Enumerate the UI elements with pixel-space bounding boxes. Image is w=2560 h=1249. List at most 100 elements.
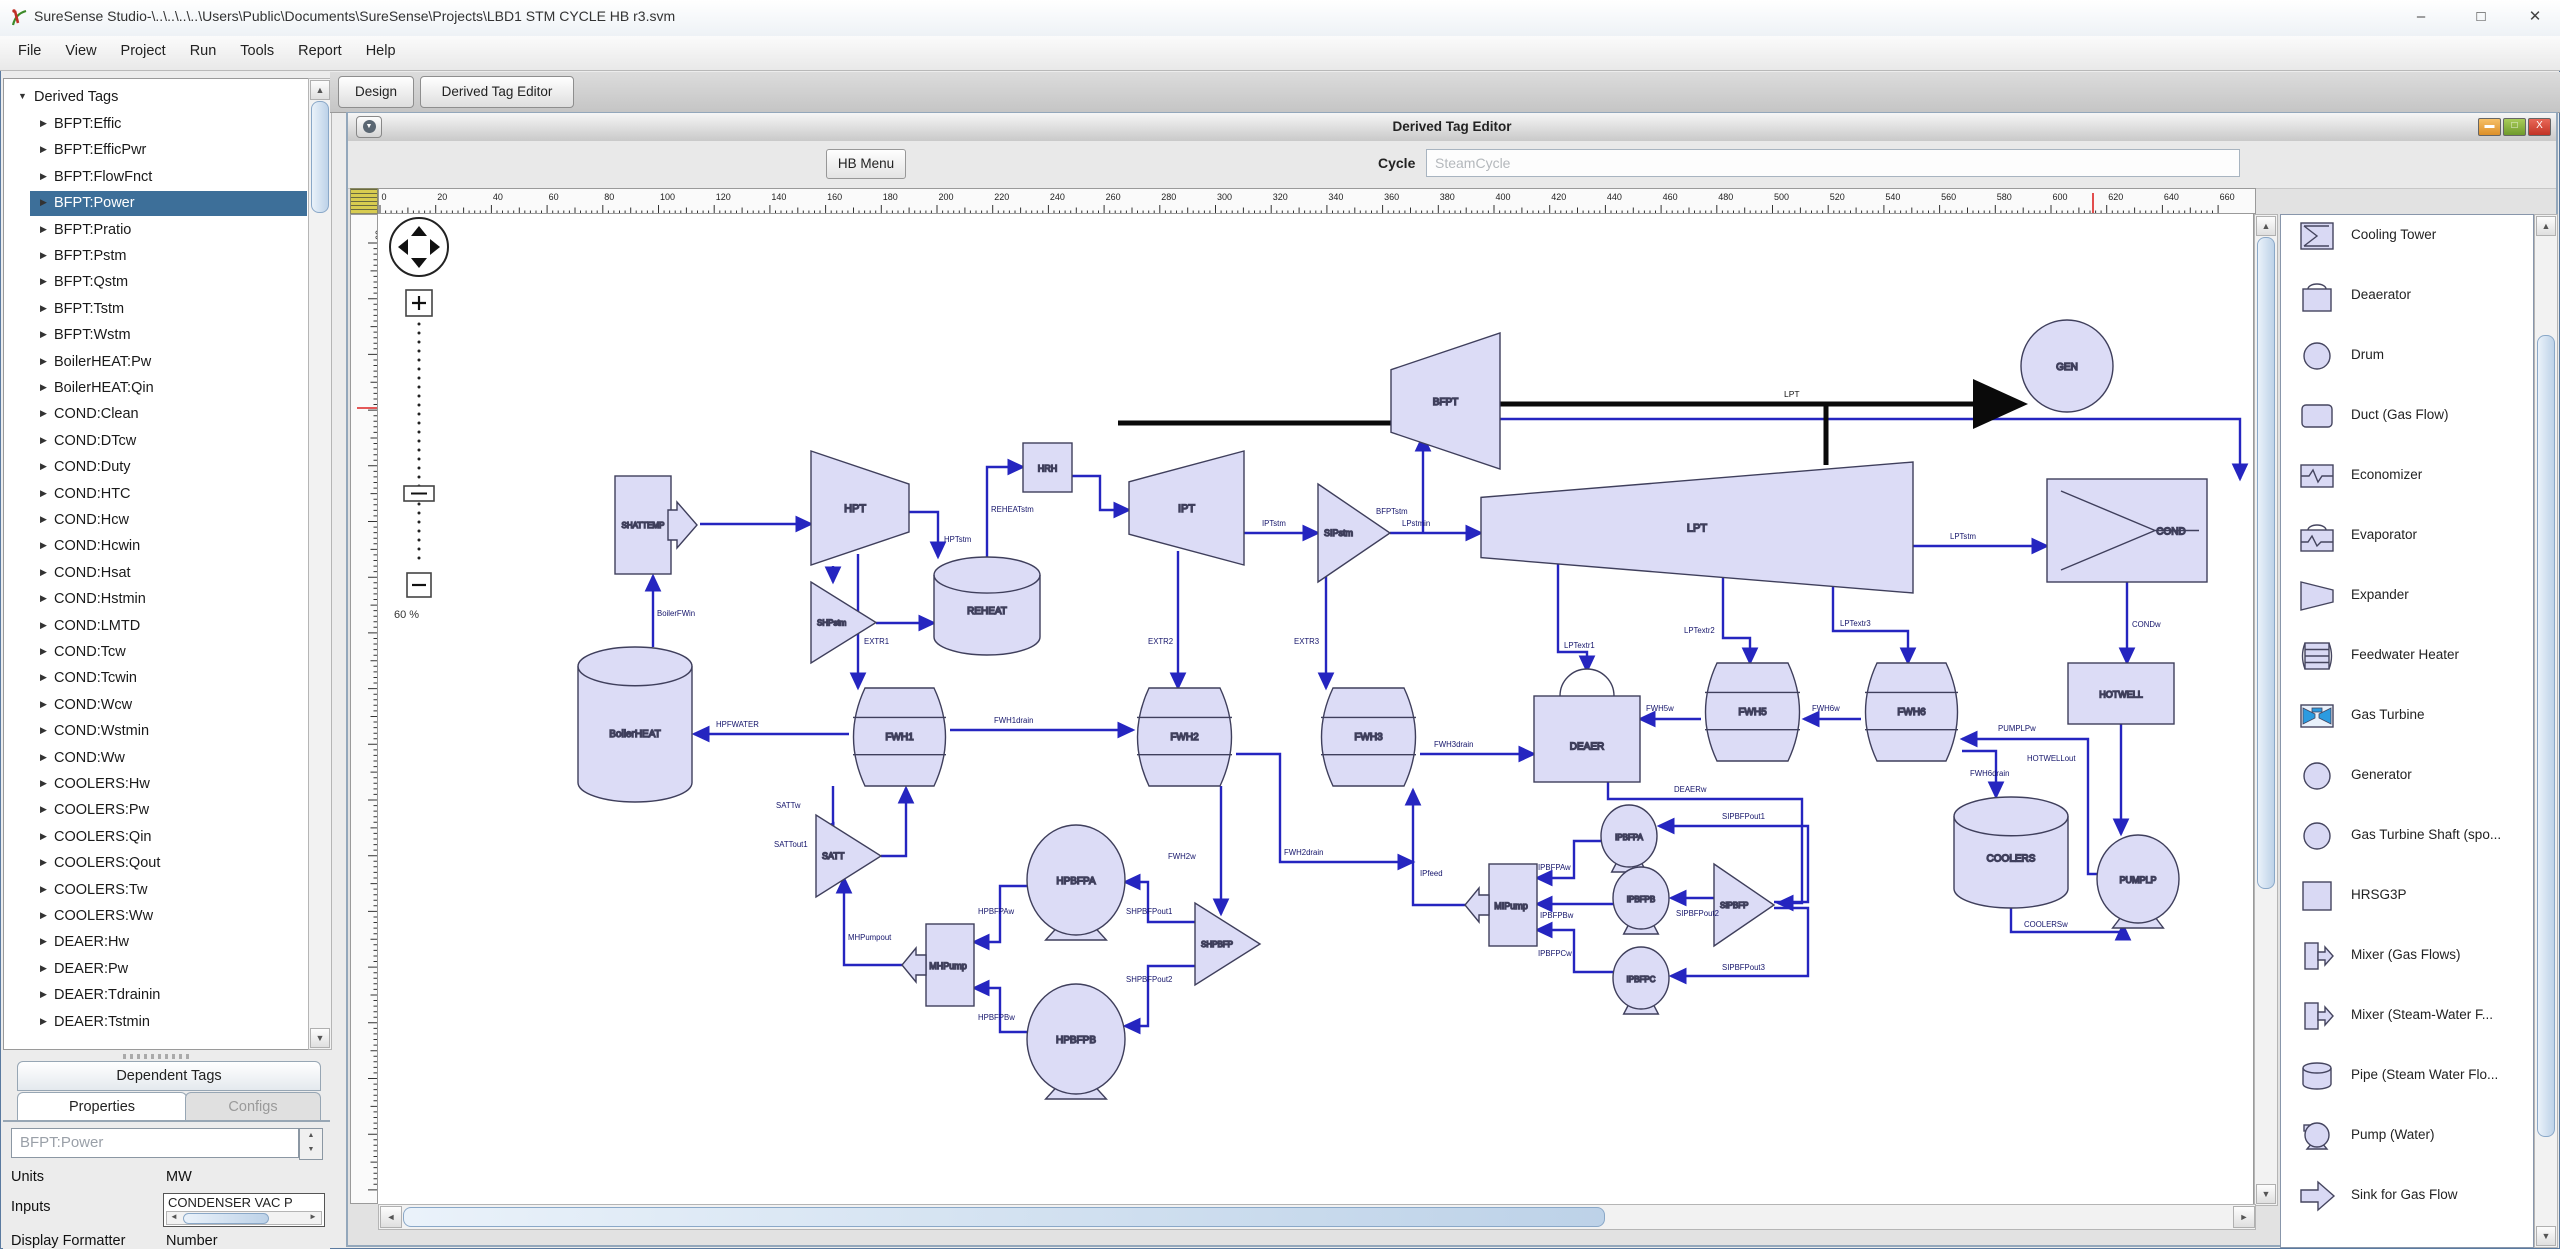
tab-configs[interactable]: Configs xyxy=(185,1092,321,1121)
palette-scroll-down-icon[interactable]: ▼ xyxy=(2536,1226,2556,1246)
tree-item-COND:Tcw[interactable]: ▶COND:Tcw xyxy=(40,644,126,660)
diagram-node-COOLERS[interactable]: COOLERS xyxy=(1953,796,2069,909)
tree-item-DEAER:Hw[interactable]: ▶DEAER:Hw xyxy=(40,934,129,951)
diagram-node-IPBFPB[interactable]: IPBFPB xyxy=(1612,866,1670,935)
inputs-scrollbar[interactable]: ◄ ► xyxy=(166,1211,322,1225)
tree-item-BFPT:Tstm[interactable]: ▶BFPT:Tstm xyxy=(40,300,125,317)
maximize-icon[interactable]: □ xyxy=(2476,8,2486,25)
tree-item-COND:Ww[interactable]: ▶COND:Ww xyxy=(40,749,125,766)
palette-item-deaerator[interactable]: Deaerator xyxy=(2281,267,2533,325)
tree-scroll-down-icon[interactable]: ▼ xyxy=(310,1028,330,1048)
tree-item-COOLERS:Tw[interactable]: ▶COOLERS:Tw xyxy=(40,881,148,898)
diagram-node-HOTWELL[interactable]: HOTWELL xyxy=(2067,662,2175,725)
diagram-node-MIPump[interactable]: MIPump xyxy=(1464,863,1538,947)
palette-item-mixer[interactable]: Mixer (Steam-Water F... xyxy=(2281,987,2533,1045)
tab-design[interactable]: Design xyxy=(338,76,414,108)
tree-root[interactable]: ▼Derived Tags xyxy=(18,89,119,105)
diagram-node-SIPstm[interactable]: SIPstm xyxy=(1317,482,1392,584)
tree-item-COOLERS:Hw[interactable]: ▶COOLERS:Hw xyxy=(40,776,150,792)
diagram-node-REHEAT[interactable]: REHEAT xyxy=(933,556,1041,656)
diagram-node-HRH[interactable]: HRH xyxy=(1022,442,1073,493)
tree-item-BFPT:Effic[interactable]: ▶BFPT:Effic xyxy=(40,116,122,132)
diagram-node-IPBFPC[interactable]: IPBFPC xyxy=(1612,946,1670,1015)
palette-item-pipe[interactable]: Pipe (Steam Water Flo... xyxy=(2281,1047,2533,1105)
minimize-icon[interactable]: – xyxy=(2416,8,2426,25)
canvas-scroll-left-icon[interactable]: ◄ xyxy=(380,1206,402,1228)
tab-derived-tag-editor[interactable]: Derived Tag Editor xyxy=(420,76,574,108)
tree-item-BFPT:EfficPwr[interactable]: ▶BFPT:EfficPwr xyxy=(40,142,147,159)
panel-splitter[interactable] xyxy=(123,1054,193,1059)
tree-item-COND:Clean[interactable]: ▶COND:Clean xyxy=(40,406,139,423)
diagram-node-BoilerHEAT[interactable]: BoilerHEAT xyxy=(577,646,693,803)
inputs-scroll-thumb[interactable] xyxy=(183,1213,269,1224)
diagram-node-SIPBFP[interactable]: SIPBFP xyxy=(1713,862,1776,948)
diagram-node-FWH2[interactable]: FWH2 xyxy=(1136,687,1233,787)
palette-scrollbar[interactable]: ▲ ▼ xyxy=(2534,214,2558,1248)
tree-item-COND:Hcw[interactable]: ▶COND:Hcw xyxy=(40,512,129,528)
diagram-node-IPBFPA[interactable]: IPBFPA xyxy=(1600,804,1658,873)
inputs-scroll-right-icon[interactable]: ► xyxy=(309,1212,317,1221)
window-menu-button[interactable]: ▼ xyxy=(356,116,382,138)
tree-item-BoilerHEAT:Pw[interactable]: ▶BoilerHEAT:Pw xyxy=(40,353,152,370)
tree-item-COND:Wstmin[interactable]: ▶COND:Wstmin xyxy=(40,723,150,740)
tag-name-field[interactable]: BFPT:Power xyxy=(11,1128,299,1158)
tree-item-DEAER:Tdrainin[interactable]: ▶DEAER:Tdrainin xyxy=(40,987,161,1004)
tree-item-DEAER:Pw[interactable]: ▶DEAER:Pw xyxy=(40,960,129,977)
tree-item-BFPT:Power[interactable]: ▶BFPT:Power xyxy=(4,191,309,217)
tree-item-BFPT:FlowFnct[interactable]: ▶BFPT:FlowFnct xyxy=(40,168,153,185)
tree-item-COND:Hcwin[interactable]: ▶COND:Hcwin xyxy=(40,538,141,555)
palette-item-hrsg[interactable]: HRSG3P xyxy=(2281,867,2533,925)
tree-scroll-up-icon[interactable]: ▲ xyxy=(310,80,330,100)
tree-item-BFPT:Pstm[interactable]: ▶BFPT:Pstm xyxy=(40,248,127,264)
menu-file[interactable]: File xyxy=(18,43,42,59)
diagram-node-SHPstm[interactable]: SHPstm xyxy=(810,580,878,665)
palette-item-generator[interactable]: Generator xyxy=(2281,747,2533,805)
tree-item-BFPT:Wstm[interactable]: ▶BFPT:Wstm xyxy=(40,327,131,344)
diagram-node-MHPump[interactable]: MHPump xyxy=(901,923,975,1007)
palette-item-mixer[interactable]: Mixer (Gas Flows) xyxy=(2281,927,2533,985)
tree-item-COND:Hsat[interactable]: ▶COND:Hsat xyxy=(40,564,131,581)
menu-help[interactable]: Help xyxy=(365,43,396,59)
tree-item-BoilerHEAT:Qin[interactable]: ▶BoilerHEAT:Qin xyxy=(40,380,154,396)
tree-item-COND:HTC[interactable]: ▶COND:HTC xyxy=(40,485,131,502)
palette-scroll-thumb[interactable] xyxy=(2537,335,2555,1137)
diagram-node-HPT[interactable]: HPT xyxy=(810,450,910,566)
diagram-node-PUMPLP[interactable]: PUMPLP xyxy=(2096,834,2180,929)
tree-item-BFPT:Pratio[interactable]: ▶BFPT:Pratio xyxy=(40,221,132,238)
diagram-node-COND[interactable]: COND xyxy=(2046,478,2208,583)
diagram-node-HPBFPB[interactable]: HPBFPB xyxy=(1026,983,1126,1100)
dependent-tags-button[interactable]: Dependent Tags xyxy=(17,1061,321,1091)
canvas-scroll-down-icon[interactable]: ▼ xyxy=(2256,1184,2276,1204)
palette-scroll-up-icon[interactable]: ▲ xyxy=(2536,216,2556,236)
menu-tools[interactable]: Tools xyxy=(240,43,275,59)
tree-item-COND:DTcw[interactable]: ▶COND:DTcw xyxy=(40,432,137,449)
tree-item-COOLERS:Qout[interactable]: ▶COOLERS:Qout xyxy=(40,855,161,872)
diagram-node-DEAER[interactable]: DEAER xyxy=(1533,668,1641,783)
canvas-vscrollbar[interactable]: ▲ ▼ xyxy=(2254,214,2278,1206)
palette-item-duct[interactable]: Duct (Gas Flow) xyxy=(2281,387,2533,445)
close-icon[interactable]: ✕ xyxy=(2528,8,2542,25)
tree-item-COOLERS:Pw[interactable]: ▶COOLERS:Pw xyxy=(40,802,150,819)
palette-item-drum[interactable]: Drum xyxy=(2281,327,2533,385)
palette-item-feedwater-heater[interactable]: Feedwater Heater xyxy=(2281,627,2533,685)
palette-item-gas-turbine[interactable]: Gas Turbine xyxy=(2281,687,2533,745)
tree-item-COND:LMTD[interactable]: ▶COND:LMTD xyxy=(40,617,141,634)
diagram-node-IPT[interactable]: IPT xyxy=(1128,450,1245,566)
canvas-hscroll-thumb[interactable] xyxy=(403,1207,1605,1227)
hb-menu-button[interactable]: HB Menu xyxy=(826,149,906,179)
canvas-vscroll-thumb[interactable] xyxy=(2257,237,2275,889)
diagram-node-FWH3[interactable]: FWH3 xyxy=(1320,687,1417,787)
spinner-down-icon[interactable]: ▼ xyxy=(307,1146,315,1153)
palette-item-gas-turbine-shaft[interactable]: Gas Turbine Shaft (spo... xyxy=(2281,807,2533,865)
inner-close-icon[interactable]: X xyxy=(2528,118,2551,136)
tree-item-COOLERS:Ww[interactable]: ▶COOLERS:Ww xyxy=(40,908,154,924)
diagram-node-SHPBFP[interactable]: SHPBFP xyxy=(1194,901,1262,987)
menu-run[interactable]: Run xyxy=(189,43,217,59)
inner-minimize-icon[interactable]: ▬ xyxy=(2478,118,2501,136)
menu-view[interactable]: View xyxy=(65,43,97,59)
inputs-field[interactable]: CONDENSER VAC P ◄ ► xyxy=(163,1193,325,1227)
diagram-node-FWH6[interactable]: FWH6 xyxy=(1864,662,1959,762)
diagram-node-LPT[interactable]: LPT xyxy=(1480,461,1914,594)
inner-title-bar[interactable]: ▼ Derived Tag Editor ▬ □ X xyxy=(348,113,2556,142)
tree-scrollbar[interactable]: ▲ ▼ xyxy=(308,78,332,1050)
